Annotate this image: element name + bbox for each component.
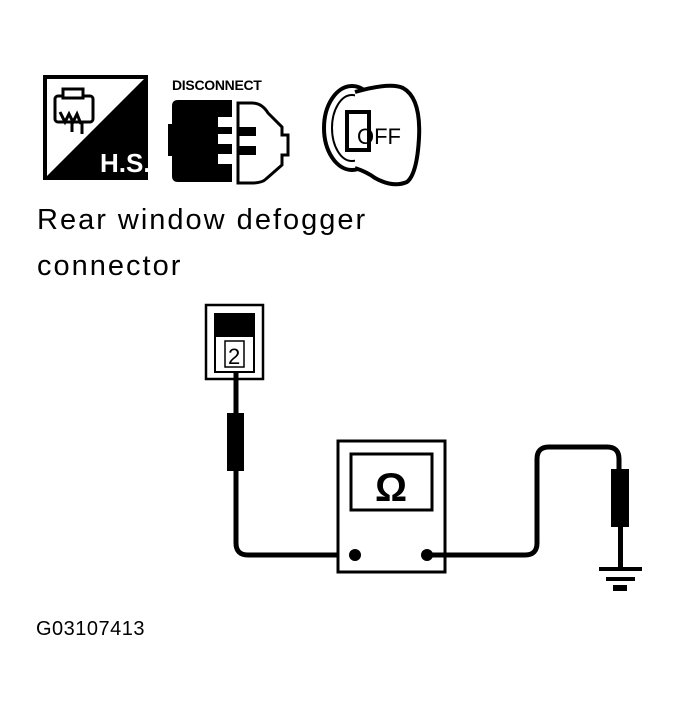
terminal-number: 2 bbox=[228, 344, 240, 369]
ignition-key-off-icon: OFF bbox=[322, 83, 422, 187]
connector-caption-line2: connector bbox=[37, 250, 183, 282]
connector-caption-line1: Rear window defogger bbox=[37, 204, 368, 236]
harness-side-icon: H.S. bbox=[43, 75, 151, 180]
hs-label: H.S. bbox=[100, 148, 151, 178]
ohm-symbol: Ω bbox=[375, 466, 407, 510]
tester-probe-left bbox=[227, 372, 357, 558]
ohmmeter: Ω bbox=[336, 439, 447, 574]
off-label: OFF bbox=[357, 124, 401, 149]
tester-probe-right bbox=[427, 444, 629, 569]
disconnect-label: DISCONNECT bbox=[172, 77, 262, 93]
figure-code: G03107413 bbox=[36, 618, 146, 640]
ground-icon bbox=[599, 567, 642, 591]
disconnect-connector-icon: DISCONNECT bbox=[168, 77, 290, 185]
meter-terminal-negative bbox=[349, 549, 361, 561]
connector-diagram: 2 bbox=[204, 303, 265, 381]
